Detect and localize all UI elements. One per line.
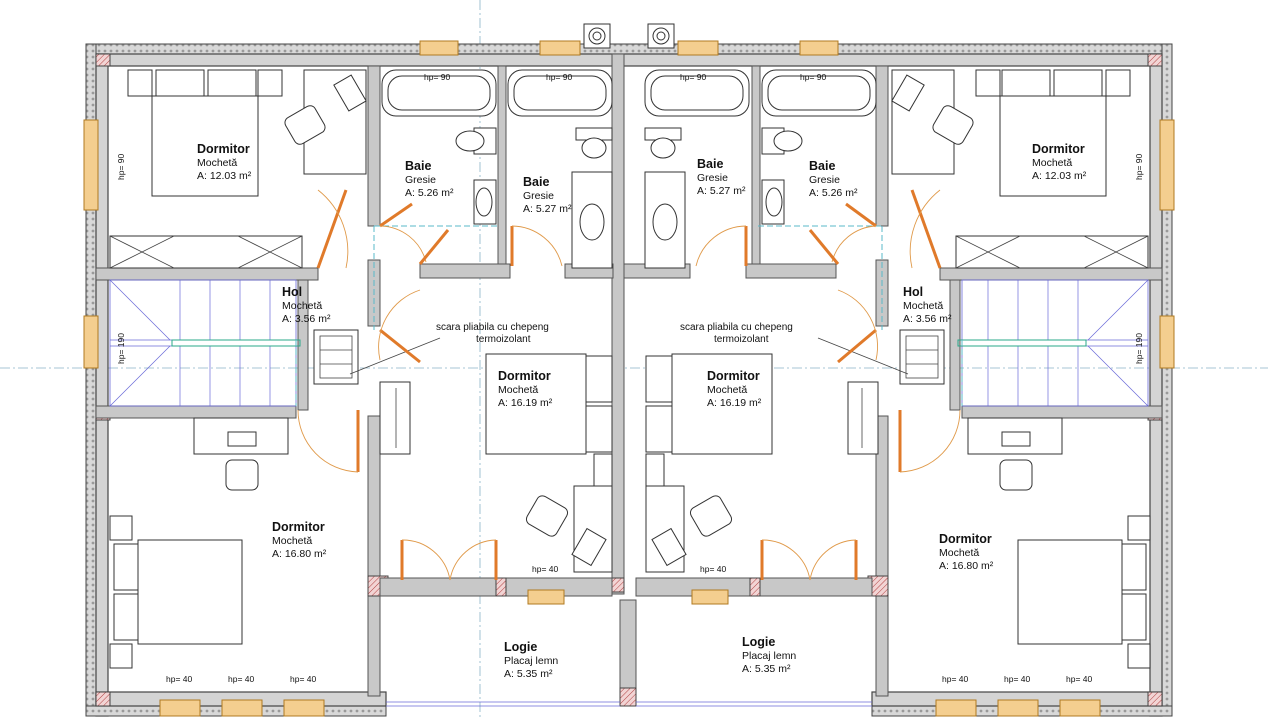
room-label-dormitor-bottom-left: Dormitor Mochetă A: 16.80 m² — [272, 520, 327, 560]
windows — [83, 40, 1175, 717]
window-label: hp= 90 — [800, 72, 827, 82]
room-floor: Placaj lemn — [504, 655, 558, 667]
room-floor: Placaj lemn — [742, 650, 796, 662]
room-label-dormitor-top-right: Dormitor Mochetă A: 12.03 m² — [1032, 142, 1087, 182]
room-label-hol-left: Hol Mochetă A: 3.56 m² — [282, 285, 331, 325]
window-label: hp= 90 — [546, 72, 573, 82]
room-name: Dormitor — [707, 369, 760, 383]
room-area: A: 3.56 m² — [903, 313, 952, 325]
window-label: hp= 40 — [700, 564, 727, 574]
room-label-dormitor-top-left: Dormitor Mochetă A: 12.03 m² — [197, 142, 252, 182]
room-name: Dormitor — [1032, 142, 1085, 156]
note-line: scara pliabila cu chepeng — [436, 322, 549, 333]
room-area: A: 12.03 m² — [1032, 170, 1087, 182]
room-name: Hol — [282, 285, 302, 299]
window-height-labels: hp= 90 hp= 90 hp= 90 hp= 90 hp= 90 hp= 1… — [116, 72, 1144, 684]
window-label: hp= 190 — [116, 333, 126, 364]
door-icon — [297, 189, 961, 581]
note-stair-left: scara pliabila cu chepeng termoizolant — [436, 322, 549, 345]
room-name: Dormitor — [498, 369, 551, 383]
room-area: A: 16.19 m² — [707, 397, 762, 409]
sink-icon — [473, 171, 785, 269]
stair-icon — [109, 279, 1149, 407]
room-area: A: 5.26 m² — [809, 187, 858, 199]
room-label-baie-4: Baie Gresie A: 5.26 m² — [809, 159, 858, 199]
room-area: A: 5.27 m² — [697, 185, 746, 197]
window-label: hp= 40 — [1004, 674, 1031, 684]
room-area: A: 3.56 m² — [282, 313, 331, 325]
room-area: A: 5.27 m² — [523, 203, 572, 215]
room-label-dormitor-center-left: Dormitor Mochetă A: 16.19 m² — [498, 369, 553, 409]
window-label: hp= 90 — [116, 153, 126, 180]
note-line: scara pliabila cu chepeng — [680, 322, 793, 333]
room-name: Baie — [405, 159, 431, 173]
window-label: hp= 40 — [228, 674, 255, 684]
wardrobe-icon — [109, 235, 1149, 555]
room-label-baie-3: Baie Gresie A: 5.27 m² — [697, 157, 746, 197]
room-floor: Gresie — [809, 174, 840, 186]
window-label: hp= 90 — [1134, 153, 1144, 180]
room-area: A: 16.19 m² — [498, 397, 553, 409]
room-floor: Mochetă — [498, 384, 538, 396]
room-label-dormitor-center-right: Dormitor Mochetă A: 16.19 m² — [707, 369, 762, 409]
room-name: Logie — [504, 640, 537, 654]
vent-icon — [583, 23, 675, 49]
room-label-dormitor-bottom-right: Dormitor Mochetă A: 16.80 m² — [939, 532, 994, 572]
window-label: hp= 190 — [1134, 333, 1144, 364]
room-floor: Mochetă — [1032, 157, 1072, 169]
room-area: A: 12.03 m² — [197, 170, 252, 182]
room-name: Dormitor — [939, 532, 992, 546]
room-floor: Mochetă — [939, 547, 979, 559]
dashed-outline — [295, 225, 963, 406]
room-name: Dormitor — [272, 520, 325, 534]
room-label-logie-left: Logie Placaj lemn A: 5.35 m² — [504, 640, 558, 680]
window-label: hp= 90 — [680, 72, 707, 82]
room-floor: Gresie — [697, 172, 728, 184]
room-area: A: 5.26 m² — [405, 187, 454, 199]
room-name: Dormitor — [197, 142, 250, 156]
room-name: Logie — [742, 635, 775, 649]
room-floor: Gresie — [405, 174, 436, 186]
room-floor: Mochetă — [707, 384, 747, 396]
room-name: Baie — [697, 157, 723, 171]
room-name: Baie — [523, 175, 549, 189]
room-area: A: 5.35 m² — [742, 663, 791, 675]
window-label: hp= 40 — [1066, 674, 1093, 684]
window-label: hp= 90 — [424, 72, 451, 82]
note-stair-right: scara pliabila cu chepeng termoizolant — [680, 322, 793, 345]
room-label-logie-right: Logie Placaj lemn A: 5.35 m² — [742, 635, 796, 675]
note-line: termoizolant — [714, 334, 769, 345]
window-label: hp= 40 — [290, 674, 317, 684]
room-name: Hol — [903, 285, 923, 299]
room-area: A: 5.35 m² — [504, 668, 553, 680]
room-floor: Mochetă — [272, 535, 312, 547]
room-name: Baie — [809, 159, 835, 173]
room-floor: Mochetă — [197, 157, 237, 169]
toilet-icon — [455, 127, 803, 159]
room-floor: Mochetă — [282, 300, 322, 312]
bed-icon — [109, 69, 1151, 669]
room-label-baie-1: Baie Gresie A: 5.26 m² — [405, 159, 454, 199]
note-line: termoizolant — [476, 334, 531, 345]
room-area: A: 16.80 m² — [272, 548, 327, 560]
desk-icon — [193, 69, 1063, 573]
room-label-baie-2: Baie Gresie A: 5.27 m² — [523, 175, 572, 215]
bathtub-icon — [381, 69, 877, 117]
room-floor: Gresie — [523, 190, 554, 202]
room-label-hol-right: Hol Mochetă A: 3.56 m² — [903, 285, 952, 325]
room-floor: Mochetă — [903, 300, 943, 312]
hatch-icon — [313, 329, 945, 385]
window-label: hp= 40 — [166, 674, 193, 684]
room-area: A: 16.80 m² — [939, 560, 994, 572]
window-label: hp= 40 — [532, 564, 559, 574]
window-label: hp= 40 — [942, 674, 969, 684]
